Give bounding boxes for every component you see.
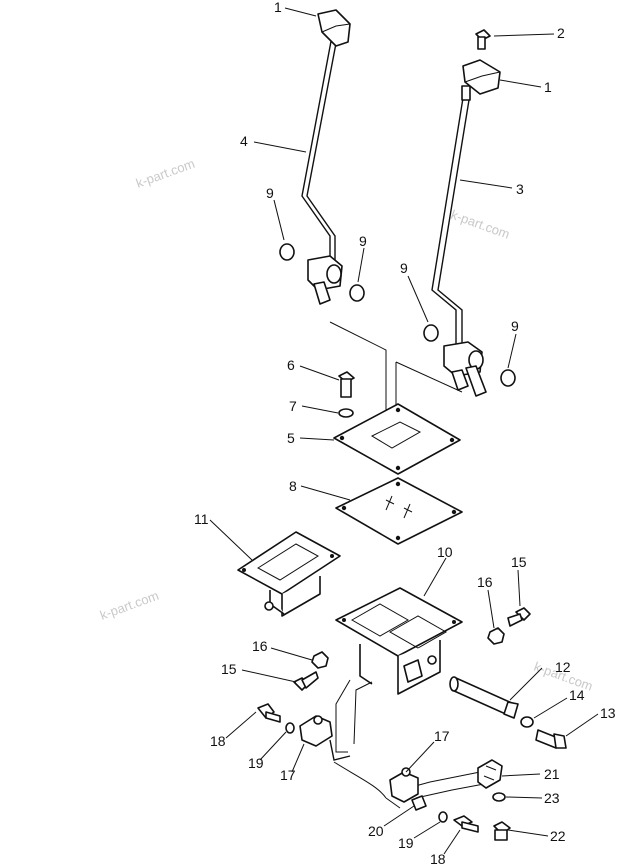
bolt-15-left [293, 671, 319, 691]
callout-7: 7 [289, 398, 297, 414]
bushing-1 [279, 243, 295, 261]
washer-19-bottom [438, 811, 448, 823]
watermark-2: k-part.com [449, 207, 512, 242]
callout-10: 10 [437, 544, 453, 560]
washer-7 [338, 408, 354, 418]
washer-23 [492, 792, 506, 802]
bolt-18-left [257, 703, 281, 723]
callout-16-right: 16 [477, 574, 493, 590]
callout-3: 3 [516, 181, 524, 197]
callout-14: 14 [569, 687, 585, 703]
callout-20: 20 [368, 823, 384, 839]
bracket-11 [237, 531, 341, 617]
callout-18-left: 18 [210, 733, 226, 749]
callout-9-a: 9 [266, 185, 274, 201]
bolt-15-right [507, 607, 531, 627]
callout-17-left: 17 [280, 767, 296, 783]
callout-23: 23 [544, 790, 560, 806]
callout-4: 4 [240, 133, 248, 149]
callout-5: 5 [287, 430, 295, 446]
leader-lines [209, 7, 599, 855]
nut-16-right [487, 627, 505, 645]
switch-17-right [389, 767, 419, 803]
switch-17-left [299, 715, 351, 761]
callout-15-left: 15 [221, 661, 237, 677]
watermark-1: k-part.com [134, 156, 197, 191]
knob-left [317, 9, 351, 47]
callout-21: 21 [544, 766, 560, 782]
nut-16-left [311, 651, 329, 669]
callout-6: 6 [287, 357, 295, 373]
callout-9-d: 9 [511, 318, 519, 334]
watermark-3: k-part.com [98, 588, 161, 623]
callout-11: 11 [194, 511, 209, 527]
bolt-2 [475, 29, 491, 50]
gasket-8 [335, 477, 463, 545]
callout-15-right: 15 [511, 554, 527, 570]
bracket-10 [335, 587, 463, 695]
callout-18-bottom: 18 [430, 851, 446, 867]
callout-2: 2 [557, 25, 565, 41]
washer-19-left [285, 722, 295, 734]
bushing-3 [423, 324, 439, 342]
plate-5 [333, 403, 461, 475]
bolt-13 [535, 729, 567, 749]
shaft-12 [449, 676, 519, 719]
callout-16-left: 16 [252, 638, 268, 654]
callout-9-b: 9 [359, 233, 367, 249]
callout-13: 13 [600, 705, 616, 721]
connector-20 [411, 795, 427, 811]
callout-8: 8 [289, 478, 297, 494]
callout-12: 12 [555, 659, 571, 675]
callout-1-right: 1 [544, 79, 552, 95]
bolt-22 [493, 821, 511, 841]
callout-19-bottom: 19 [398, 835, 414, 851]
callout-labels: 1 2 1 4 3 9 9 9 9 6 7 5 8 11 10 15 16 16… [194, 0, 616, 867]
bolt-6 [338, 371, 355, 398]
washer-14 [520, 716, 534, 728]
callout-22: 22 [550, 828, 566, 844]
bushing-4 [500, 369, 516, 387]
bolt-18-bottom [453, 815, 479, 833]
connector-21 [477, 759, 503, 789]
callout-9-c: 9 [400, 260, 408, 276]
callout-17-right: 17 [434, 728, 450, 744]
lever-right [431, 59, 501, 397]
callout-19-left: 19 [248, 755, 264, 771]
callout-1-left: 1 [274, 0, 282, 15]
bushing-2 [349, 284, 365, 302]
lever-left [301, 9, 351, 305]
